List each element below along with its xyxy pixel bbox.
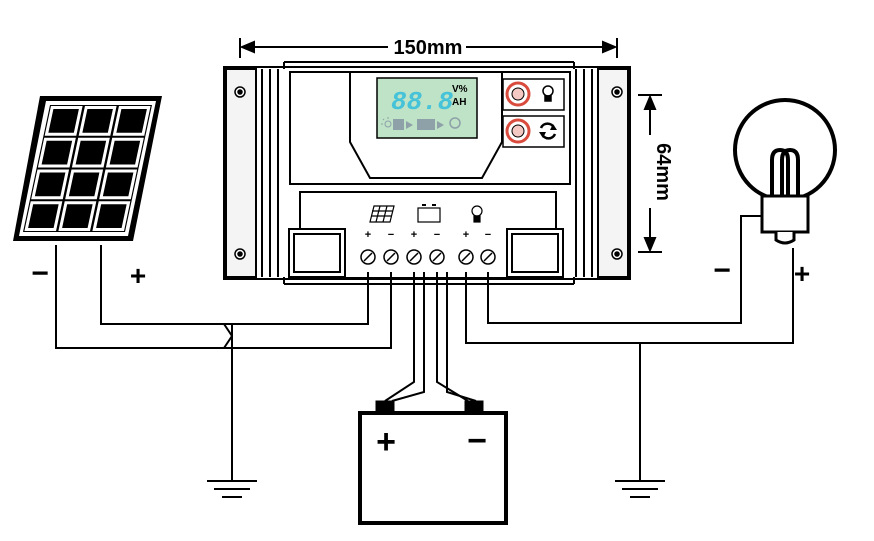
solar-cell bbox=[112, 106, 151, 136]
width-dimension bbox=[239, 38, 618, 58]
terminal-screw[interactable] bbox=[360, 249, 376, 265]
solar-cell bbox=[31, 169, 70, 200]
battery-plus-label: + bbox=[376, 423, 396, 461]
lcd-bulb-icon bbox=[449, 117, 461, 129]
solar-cell bbox=[105, 137, 144, 168]
terminal-screw[interactable] bbox=[458, 249, 474, 265]
load-plus-label: + bbox=[794, 258, 810, 289]
load-button[interactable] bbox=[505, 81, 531, 107]
terminal-polarity-label: + bbox=[411, 229, 417, 241]
lcd-unit-top: V% bbox=[452, 84, 468, 95]
terminal-screw[interactable] bbox=[383, 249, 399, 265]
terminal-screw[interactable] bbox=[406, 249, 422, 265]
solar-cell bbox=[37, 137, 76, 168]
terminal-screw[interactable] bbox=[429, 249, 445, 265]
lcd-display: 88.8 V% AH bbox=[376, 77, 478, 139]
height-label: 64mm bbox=[652, 143, 674, 201]
solar-cell bbox=[44, 106, 83, 136]
solar-cell bbox=[65, 169, 104, 200]
terminal-panel-icon bbox=[369, 205, 395, 223]
light-bulb bbox=[733, 98, 837, 245]
solar-cell bbox=[24, 201, 63, 231]
terminal-screw[interactable] bbox=[480, 249, 496, 265]
ground-icon bbox=[615, 480, 665, 498]
terminal-battery-icon bbox=[417, 204, 441, 223]
cycle-button[interactable] bbox=[505, 118, 531, 144]
battery bbox=[358, 400, 508, 525]
panel-plus-label: + bbox=[130, 260, 146, 291]
solar-cell bbox=[71, 137, 110, 168]
terminal-polarity-label: − bbox=[485, 229, 491, 241]
wiring bbox=[55, 215, 794, 480]
lcd-battery-icon bbox=[417, 119, 435, 130]
lcd-sun-icon bbox=[381, 117, 392, 128]
load-minus-label: − bbox=[713, 254, 731, 287]
lcd-arrow-icon bbox=[406, 121, 413, 129]
ground-icon bbox=[207, 480, 257, 498]
width-label: 150mm bbox=[394, 37, 463, 59]
solar-cell bbox=[78, 106, 117, 136]
lcd-arrow-icon bbox=[437, 121, 444, 129]
terminal-polarity-label: + bbox=[463, 229, 469, 241]
solar-cell bbox=[58, 201, 97, 231]
height-dimension bbox=[638, 94, 662, 253]
solar-cell bbox=[92, 201, 131, 231]
lcd-unit-bottom: AH bbox=[452, 97, 466, 108]
solar-cell bbox=[99, 169, 138, 200]
cycle-button-icon bbox=[539, 122, 557, 140]
solar-panel bbox=[13, 96, 162, 241]
terminal-polarity-label: − bbox=[434, 229, 440, 241]
terminal-polarity-label: − bbox=[388, 229, 394, 241]
lcd-digits: 88.8 bbox=[391, 87, 454, 117]
panel-minus-label: − bbox=[31, 257, 49, 290]
bulb-button-icon bbox=[542, 85, 554, 102]
lcd-panel-icon bbox=[393, 119, 404, 130]
terminal-polarity-label: + bbox=[365, 229, 371, 241]
terminal-bulb-icon bbox=[471, 205, 483, 223]
mounting-holes bbox=[234, 86, 623, 260]
battery-minus-label: − bbox=[467, 422, 487, 460]
